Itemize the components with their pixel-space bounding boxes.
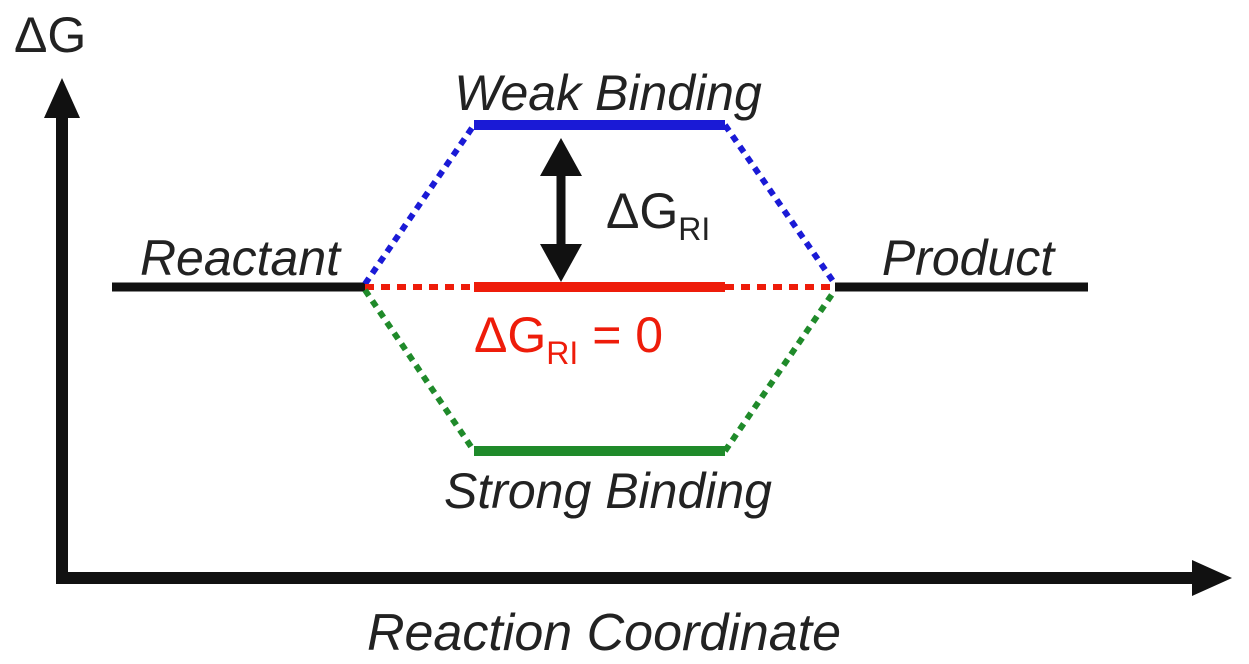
weak-right-connector [722,123,838,286]
weak-left-connector [362,123,477,286]
zero-label-main: ΔG [474,307,546,363]
product-label: Product [882,230,1056,286]
weak-binding-label: Weak Binding [454,65,762,121]
reactant-label: Reactant [140,230,342,286]
gap-label-subscript: RI [678,211,710,247]
strong-left-connector [362,288,477,453]
x-axis-label: Reaction Coordinate [367,604,841,662]
y-axis-arrowhead [44,78,80,118]
gap-label: ΔGRI [606,183,710,247]
x-axis-arrowhead [1192,560,1232,596]
zero-label-subscript: RI [546,335,578,371]
gap-arrow-head-down [540,244,582,282]
y-axis-label: ΔG [14,7,86,63]
gap-label-main: ΔG [606,183,678,239]
zero-label: ΔGRI = 0 [474,307,663,371]
zero-label-suffix: = 0 [578,307,663,363]
strong-right-connector [722,288,838,453]
strong-binding-label: Strong Binding [444,463,772,519]
gap-arrow-head-up [540,138,582,176]
